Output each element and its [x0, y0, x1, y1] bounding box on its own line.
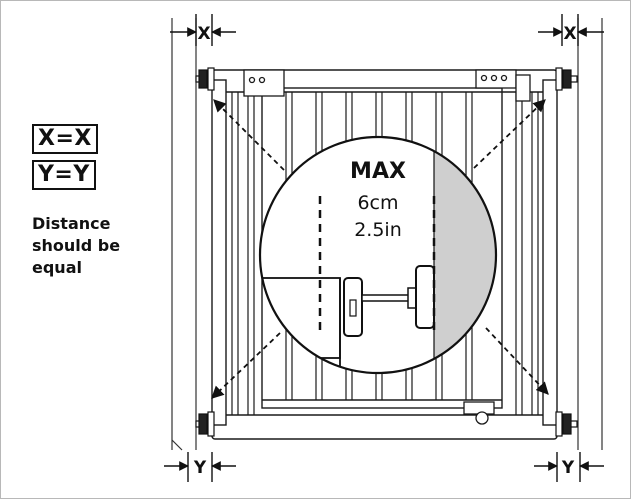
- diagonal-arrows: [211, 99, 549, 399]
- dimension-marker-bottom-left: [164, 452, 236, 482]
- dimension-x-top-right: X: [563, 24, 576, 44]
- gate-hardware: [243, 69, 531, 425]
- max-metric-label: 6cm: [357, 192, 398, 214]
- max-label: MAX: [350, 159, 406, 184]
- right-wall: [577, 18, 603, 450]
- x-equals-x-label: X=X: [38, 126, 92, 151]
- pressure-spindle-bottom-left: [195, 411, 215, 437]
- dimension-marker-top-left: [170, 14, 236, 46]
- pressure-spindle-bottom-right: [555, 411, 578, 437]
- distance-note: Distance should be equal: [32, 213, 152, 279]
- dimension-marker-top-right: [538, 14, 604, 46]
- magnifier-wall: [434, 137, 496, 373]
- distance-note-line-1: Distance: [32, 214, 111, 233]
- dimension-y-bottom-right: Y: [561, 458, 575, 478]
- y-equals-y-label: Y=Y: [38, 162, 90, 187]
- dimension-marker-bottom-right: [534, 452, 604, 482]
- dimension-x-top-left: X: [197, 24, 210, 44]
- max-imperial-label: 2.5in: [354, 219, 402, 241]
- x-equals-x-box: X=X: [32, 124, 98, 154]
- pressure-spindle-top-left: [195, 67, 215, 91]
- distance-note-line-3: equal: [32, 258, 82, 277]
- dimension-y-bottom-left: Y: [193, 458, 207, 478]
- left-wall: [171, 18, 197, 451]
- distance-note-line-2: should be: [32, 236, 121, 255]
- y-equals-y-box: Y=Y: [32, 160, 96, 190]
- pressure-spindle-top-right: [555, 67, 578, 91]
